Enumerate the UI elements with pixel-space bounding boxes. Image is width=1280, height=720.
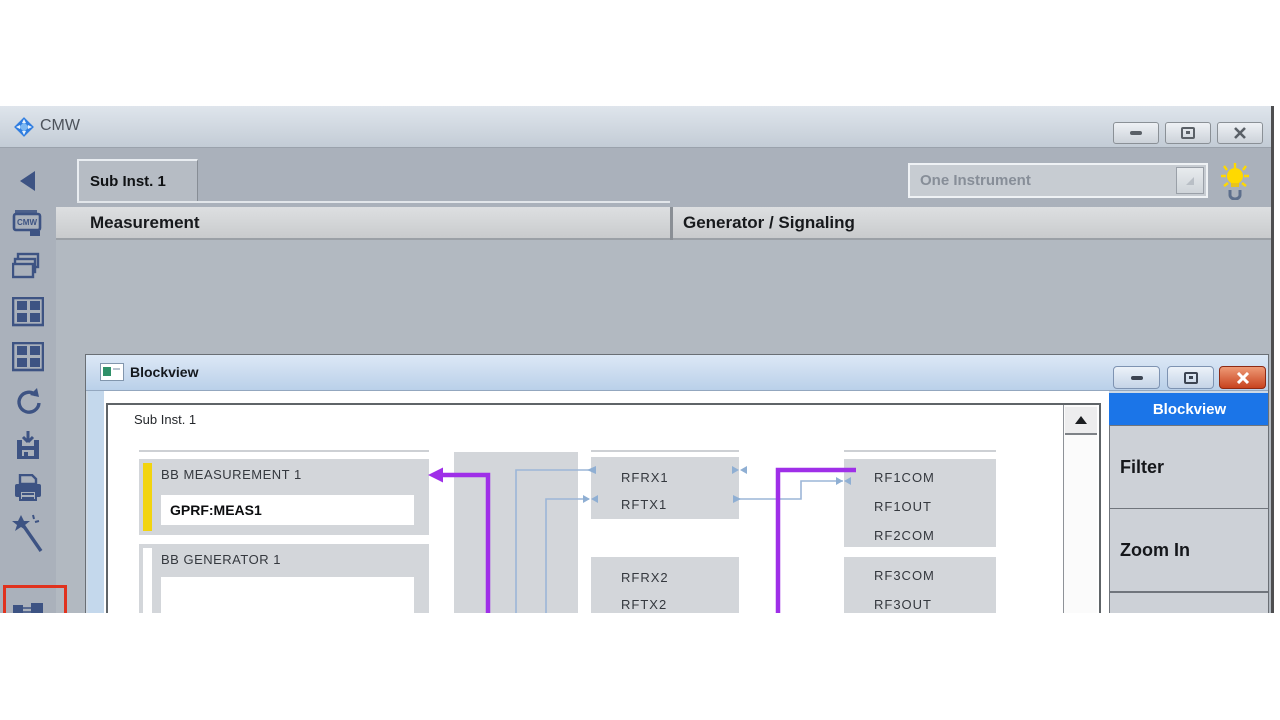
close-icon xyxy=(1234,127,1246,139)
block-field[interactable] xyxy=(161,577,414,613)
close-icon xyxy=(1236,371,1249,384)
block-label: BB GENERATOR 1 xyxy=(161,552,281,567)
tab-row: Sub Inst. 1 One Instrument xyxy=(56,148,1271,207)
reset-button[interactable] xyxy=(10,384,46,420)
scrollbar-up-button[interactable] xyxy=(1065,407,1097,435)
dropdown-button[interactable] xyxy=(1176,167,1204,194)
vertical-scrollbar[interactable] xyxy=(1063,405,1097,613)
save-button[interactable] xyxy=(10,428,46,464)
wizard-wand-icon xyxy=(12,514,43,552)
minimize-icon xyxy=(1130,131,1142,135)
port-glyph xyxy=(583,495,590,503)
blockview-button[interactable] xyxy=(10,598,46,613)
connector-label: RF2COM xyxy=(874,528,935,543)
connector-label: RF1COM xyxy=(874,470,935,485)
scroll-clip-line xyxy=(139,450,429,452)
layout-grid-icon xyxy=(12,297,44,327)
blockview-menu: Blockview Filter Zoom In Zoom Out xyxy=(1109,393,1268,613)
layout-grid-button[interactable] xyxy=(10,294,46,330)
blockview-content: Sub Inst. 1 BB MEASUREMENT 1 GPRF:MEAS1 … xyxy=(104,391,1109,613)
highlight-annotation xyxy=(3,585,67,613)
port-label: RFTX1 xyxy=(621,497,668,512)
print-button[interactable] xyxy=(10,471,46,507)
port-label: RFRX1 xyxy=(621,470,669,485)
cmw-window: CMW CMW xyxy=(0,106,1274,613)
minimize-button[interactable] xyxy=(1113,122,1159,144)
blockview-canvas[interactable]: Sub Inst. 1 BB MEASUREMENT 1 GPRF:MEAS1 … xyxy=(106,403,1101,613)
flow-arrowhead xyxy=(428,467,443,483)
up-arrow-icon xyxy=(1075,416,1087,424)
zoom-out-button[interactable]: Zoom Out xyxy=(1109,592,1268,613)
block-rf1com-rf1out-rf2com[interactable]: RF1COM RF1OUT RF2COM xyxy=(844,459,996,547)
status-bar-white xyxy=(143,548,152,613)
blockview-minimize-button[interactable] xyxy=(1113,366,1160,389)
layout-grid-2-icon xyxy=(12,342,44,372)
scroll-clip-line xyxy=(844,450,996,452)
cmw-home-button[interactable]: CMW xyxy=(10,205,46,241)
measurement-pane-header: Measurement xyxy=(56,207,670,240)
blockview-title: Blockview xyxy=(130,364,199,380)
port-glyph xyxy=(740,466,747,474)
block-rf3com-rf3out-rf4com[interactable]: RF3COM RF3OUT RF4COM xyxy=(844,557,996,613)
blockview-close-button[interactable] xyxy=(1219,366,1266,389)
status-bar-yellow xyxy=(143,463,152,531)
connection-rftx1-rf1com xyxy=(739,480,843,500)
canvas-title: Sub Inst. 1 xyxy=(134,412,197,427)
back-button[interactable] xyxy=(10,163,46,199)
print-icon xyxy=(15,474,41,501)
pane-divider xyxy=(670,207,673,240)
tab-underline xyxy=(77,201,670,203)
toolbar-sidebar: CMW xyxy=(0,148,67,613)
port-label: RFRX2 xyxy=(621,570,669,585)
port-glyph xyxy=(836,477,843,485)
connector-label: RF3COM xyxy=(874,568,935,583)
connection-rf1com-rfrx3 xyxy=(775,467,856,613)
app-title: CMW xyxy=(40,117,80,134)
block-label: BB MEASUREMENT 1 xyxy=(161,467,302,482)
wizard-button[interactable] xyxy=(10,512,46,554)
cmw-titlebar[interactable]: CMW xyxy=(0,106,1271,148)
window-stack-button[interactable] xyxy=(10,249,46,285)
port-label: RFTX2 xyxy=(621,597,668,612)
block-field[interactable]: GPRF:MEAS1 xyxy=(161,495,414,525)
connector-label: RF3OUT xyxy=(874,597,932,612)
block-bb-measurement-1[interactable]: BB MEASUREMENT 1 GPRF:MEAS1 xyxy=(139,459,429,535)
blockview-menu-header: Blockview xyxy=(1109,393,1268,425)
dropdown-arrow-icon xyxy=(1186,176,1194,185)
pane-headers: Measurement Generator / Signaling xyxy=(56,207,1271,240)
instrument-select[interactable]: One Instrument xyxy=(908,163,1208,198)
generator-pane-header: Generator / Signaling xyxy=(673,207,1271,240)
block-rfrx2-rftx2[interactable]: RFRX2 RFTX2 xyxy=(591,557,739,613)
rs-cmw-logo-icon xyxy=(14,117,34,137)
routing-column-band xyxy=(454,452,578,613)
cmw-window-icon: CMW xyxy=(12,210,42,236)
back-arrow-icon xyxy=(20,171,35,191)
tab-sub-inst-1[interactable]: Sub Inst. 1 xyxy=(77,159,198,202)
layout-grid-2-button[interactable] xyxy=(10,339,46,375)
block-rfrx1-rftx1[interactable]: RFRX1 RFTX1 xyxy=(591,457,739,519)
blockview-left-strip xyxy=(88,391,104,613)
hint-lightbulb-button[interactable] xyxy=(1219,162,1251,200)
lightbulb-icon xyxy=(1227,168,1243,184)
blockview-titlebar[interactable]: Blockview xyxy=(86,355,1268,391)
restore-icon xyxy=(1183,371,1198,384)
blockview-diagram-icon xyxy=(13,603,43,613)
blockview-window: Blockview Blockview Filter Zoom In Zoom … xyxy=(85,354,1269,613)
instrument-select-value: One Instrument xyxy=(920,172,1031,189)
filter-button[interactable]: Filter xyxy=(1109,425,1268,509)
svg-text:CMW: CMW xyxy=(17,218,37,227)
blockview-restore-button[interactable] xyxy=(1167,366,1214,389)
reset-icon xyxy=(17,388,41,414)
block-bb-generator-1[interactable]: BB GENERATOR 1 xyxy=(139,544,429,613)
window-stack-icon xyxy=(12,252,40,279)
connector-label: RF1OUT xyxy=(874,499,932,514)
zoom-in-button[interactable]: Zoom In xyxy=(1109,508,1268,592)
restore-button[interactable] xyxy=(1165,122,1211,144)
save-icon xyxy=(17,431,39,459)
blockview-window-icon xyxy=(100,363,124,381)
scroll-clip-line xyxy=(591,450,739,452)
restore-icon xyxy=(1181,127,1195,139)
minimize-icon xyxy=(1130,375,1143,380)
close-button[interactable] xyxy=(1217,122,1263,144)
